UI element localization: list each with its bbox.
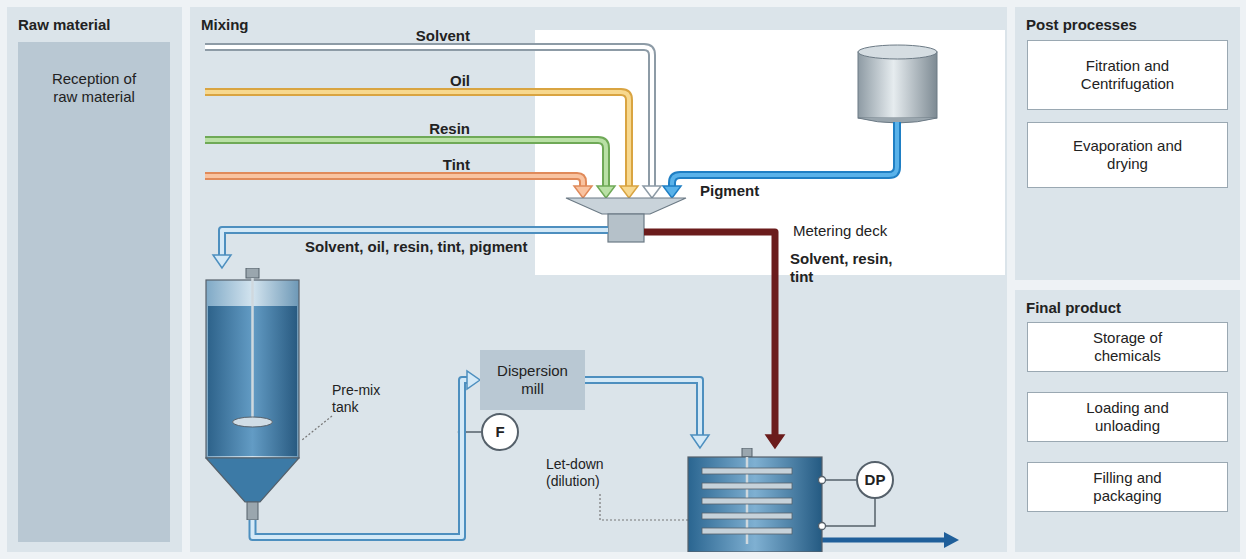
letdown-tank: [819, 523, 826, 530]
feed-lines: [205, 47, 652, 186]
feed-lines: [205, 92, 629, 186]
process-box: Storage of chemicals: [1027, 322, 1228, 372]
premix-tank: [233, 417, 273, 427]
feed-lines: [672, 122, 897, 186]
node-label: Metering deck: [793, 222, 887, 240]
letdown-tank: [742, 448, 752, 457]
process-box: Reception of raw material: [18, 42, 170, 542]
feed-lines: [663, 186, 681, 198]
dispersion-mill: Dispersion mill: [480, 350, 585, 410]
stream-label: Resin: [380, 120, 470, 138]
node-label: F: [495, 423, 504, 441]
stream-label: Tint: [380, 156, 470, 174]
pipe-line: [222, 230, 608, 257]
stage-panel: MixingMetering deck Pre-mix tankDis: [190, 7, 1007, 552]
premix-tank: [251, 278, 254, 420]
feed-lines: [205, 47, 897, 198]
node-label: Evaporation and drying: [1058, 137, 1198, 173]
agitator-plates: [702, 498, 792, 504]
product-outlet: [822, 538, 946, 543]
pipe-connector: [213, 230, 608, 268]
metering-hopper: [608, 214, 644, 242]
feed-lines: [205, 140, 606, 186]
stage-panel: Final productStorage of chemicalsLoading…: [1015, 290, 1240, 552]
pipe-line: [585, 380, 700, 437]
leader-lines: [302, 416, 332, 440]
premix-tank: [246, 268, 259, 278]
node-label: Let-down (dilution): [546, 456, 658, 490]
process-box: Filling and packaging: [1027, 462, 1228, 512]
letdown-tank: Let-down (dilution): [680, 448, 830, 552]
stream-label: Pigment: [700, 182, 800, 200]
product-outlet: [822, 532, 959, 548]
feed-lines: [205, 176, 583, 186]
stage-heading: Mixing: [201, 16, 249, 34]
pipe-connector: [585, 380, 709, 448]
process-box: Loading and unloading: [1027, 392, 1228, 442]
stream-label: Solvent: [380, 27, 470, 45]
process-box: Fitration and Centrifugation: [1027, 40, 1228, 110]
letdown-tank: [819, 477, 826, 484]
stream-label: Oil: [380, 72, 470, 90]
pipe-line: [644, 232, 775, 437]
arrow-head: [213, 255, 231, 268]
feed-lines: [643, 186, 661, 198]
letdown-tank: [680, 448, 830, 552]
agitator-plates: [702, 483, 792, 489]
arrow-head: [467, 371, 480, 389]
premix-tank: Pre-mix tank: [205, 268, 300, 520]
node-label: Loading and unloading: [1058, 399, 1198, 435]
pigment-silo: [858, 45, 937, 123]
premix-tank: [247, 502, 258, 520]
arrow-head: [691, 435, 709, 448]
arrow-head: [766, 435, 784, 448]
pipe-line: [585, 380, 700, 437]
stage-heading: Post processes: [1026, 16, 1137, 34]
node-label: Fitration and Centrifugation: [1058, 57, 1198, 93]
agitator-plates: [702, 468, 792, 474]
stream-label: Solvent, oil, resin, tint, pigment: [305, 238, 555, 256]
feed-lines: [574, 186, 592, 198]
pipe-connector: [644, 232, 784, 448]
feed-lines: [205, 47, 652, 186]
pigment-silo: [858, 52, 937, 118]
premix-tank: [205, 268, 300, 520]
feed-lines: [597, 186, 615, 198]
process-box: Evaporation and drying: [1027, 122, 1228, 188]
leader-lines: [600, 494, 688, 520]
node-label: Pre-mix tank: [332, 382, 404, 416]
premix-tank: [206, 458, 299, 502]
feed-lines: [205, 92, 629, 186]
pressure-sensor-link: [825, 479, 856, 481]
product-outlet: [944, 532, 959, 548]
pressure-sensor-link: [825, 499, 875, 526]
feed-lines: [620, 186, 638, 198]
stream-label: Solvent, resin, tint: [790, 250, 900, 286]
node-label: DP: [865, 471, 886, 489]
agitator-plates: [702, 513, 792, 519]
stage-heading: Final product: [1026, 299, 1121, 317]
stage-panel: Post processesFitration and Centrifugati…: [1015, 7, 1240, 280]
feed-lines: [205, 176, 583, 186]
node-label: Reception of raw material: [49, 70, 139, 106]
agitator-plates: [702, 468, 792, 534]
node-label: Dispersion mill: [488, 362, 578, 398]
stage-panel: Raw materialReception of raw material: [7, 7, 182, 552]
node-label: Filling and packaging: [1058, 469, 1198, 505]
pressure-sensor: DP: [856, 461, 894, 499]
pipe-line: [222, 230, 608, 257]
metering-hopper: [566, 198, 686, 214]
feed-lines: [205, 140, 606, 186]
letdown-tank: [688, 457, 822, 552]
agitator-plates: [702, 528, 792, 534]
pigment-silo: [858, 45, 937, 59]
node-label: Storage of chemicals: [1058, 329, 1198, 365]
flow-sensor-link: [466, 431, 481, 433]
flow-sensor: F: [481, 413, 519, 451]
stage-heading: Raw material: [18, 16, 111, 34]
feed-lines: [672, 122, 897, 186]
